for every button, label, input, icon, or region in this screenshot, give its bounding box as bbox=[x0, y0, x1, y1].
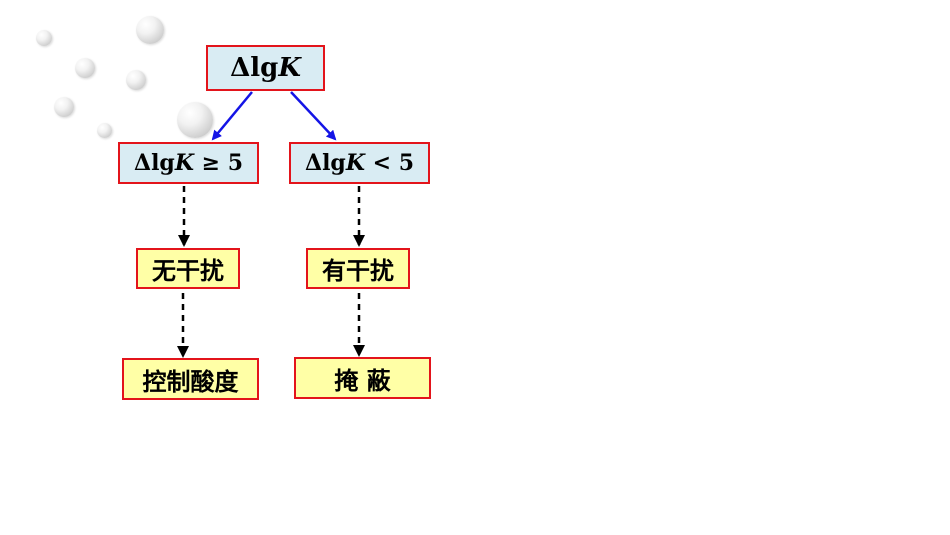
decorative-bubble bbox=[36, 30, 52, 46]
root-node: ΔlgK bbox=[206, 45, 325, 91]
right-condition-node: ΔlgK < 5 bbox=[289, 142, 430, 184]
right-action-node: 掩 蔽 bbox=[294, 357, 431, 399]
left-condition-node: ΔlgK ≥ 5 bbox=[118, 142, 259, 184]
left-result-label: 无干扰 bbox=[152, 257, 224, 285]
arrow-root-to-right bbox=[290, 91, 337, 141]
left-condition-label: ΔlgK ≥ 5 bbox=[134, 150, 243, 176]
right-result-label: 有干扰 bbox=[322, 257, 394, 285]
right-action-label: 掩 蔽 bbox=[334, 366, 391, 395]
decorative-bubble bbox=[177, 102, 213, 138]
decorative-bubble bbox=[136, 16, 164, 44]
root-node-label: ΔlgK bbox=[230, 53, 301, 83]
left-result-node: 无干扰 bbox=[136, 248, 240, 289]
right-condition-label: ΔlgK < 5 bbox=[305, 150, 414, 176]
decorative-bubble bbox=[126, 70, 146, 90]
arrow-root-to-left bbox=[211, 91, 253, 141]
decorative-bubble bbox=[54, 97, 74, 117]
decorative-bubble bbox=[75, 58, 95, 78]
left-action-node: 控制酸度 bbox=[122, 358, 259, 400]
decorative-bubble bbox=[97, 123, 112, 138]
left-action-label: 控制酸度 bbox=[142, 367, 239, 396]
right-result-node: 有干扰 bbox=[306, 248, 410, 289]
